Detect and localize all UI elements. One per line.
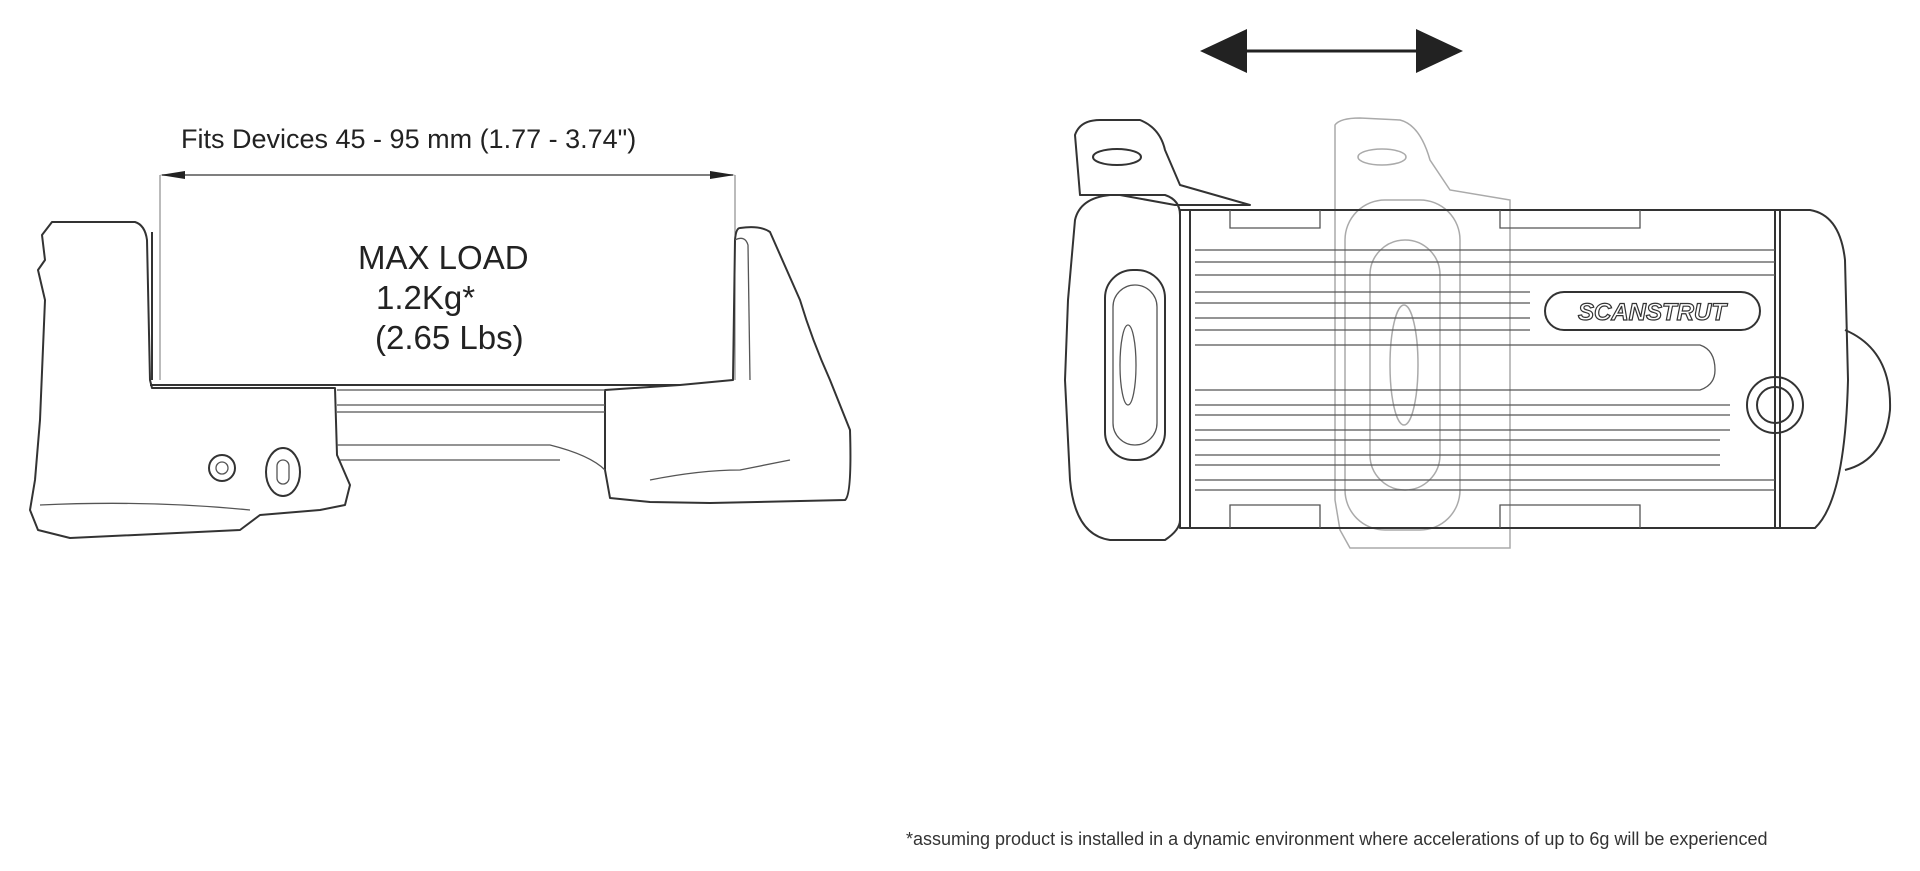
holder-top-view: SCANSTRUT (1064, 117, 1892, 549)
holder-side-view (29, 221, 852, 539)
footnote: *assuming product is installed in a dyna… (906, 829, 1768, 849)
slide-direction-arrow (1200, 29, 1463, 73)
max-load-title: MAX LOAD (358, 239, 529, 276)
device-width-range-label: Fits Devices 45 - 95 mm (1.77 - 3.74") (181, 124, 637, 154)
max-load-kg: 1.2Kg* (376, 279, 476, 316)
brand-logo: SCANSTRUT (1578, 299, 1728, 326)
max-load-label: MAX LOAD 1.2Kg* (2.65 Lbs) (358, 238, 529, 358)
max-load-lbs: (2.65 Lbs) (375, 319, 524, 356)
